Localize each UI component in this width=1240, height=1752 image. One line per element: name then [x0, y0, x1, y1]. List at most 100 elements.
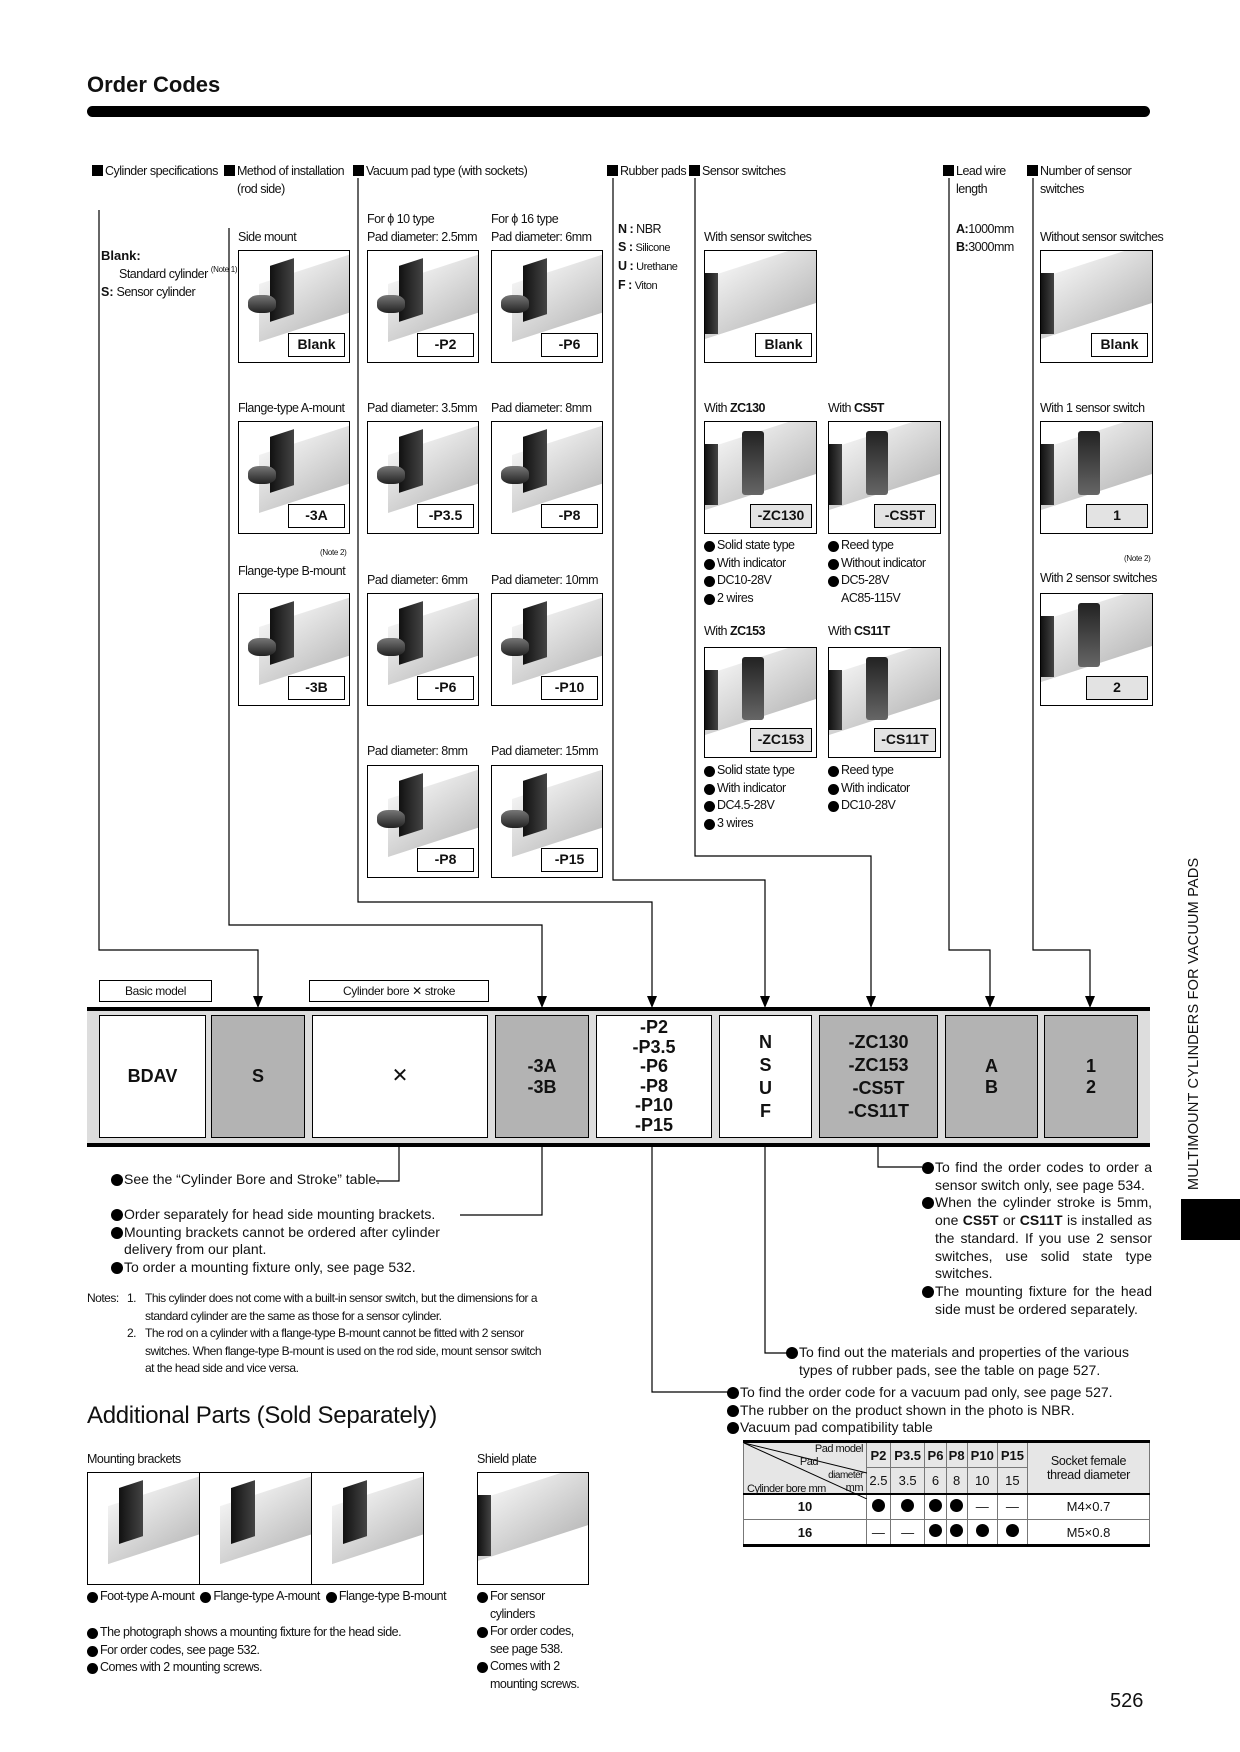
arrow-icon: [537, 996, 547, 1008]
page-title: Order Codes: [87, 72, 221, 97]
pad-label: Pad diameter: 8mm: [367, 744, 468, 758]
lead-item: A:1000mm: [956, 222, 1014, 236]
connector-bore-note: [376, 1146, 400, 1182]
bracket-foot-a-photo: [87, 1472, 200, 1585]
section-tab: [1181, 1199, 1240, 1240]
code-label: -CS5T: [874, 504, 936, 528]
connector-pad-note: [651, 1146, 728, 1393]
cyl-standard: Standard cylinder (Note 1): [119, 265, 238, 281]
rubber-item: S : Silicone: [618, 240, 671, 254]
code-label: -3A: [288, 504, 345, 528]
not-compatible-dash: —: [996, 1493, 1029, 1520]
pad-label: Pad diameter: 8mm: [491, 401, 592, 415]
pad-option-p15[interactable]: -P15: [491, 765, 603, 878]
compatible-dot-icon: [901, 1498, 915, 1512]
rubber-note: To find out the materials and properties…: [786, 1344, 1150, 1379]
footnotes: Notes:1.This cylinder does not come with…: [87, 1291, 542, 1375]
install-option-flange-a[interactable]: -3A: [238, 421, 350, 534]
arrow-icon: [253, 996, 263, 1008]
code-label: 2: [1086, 676, 1148, 700]
pad-option-p3-5[interactable]: -P3.5: [367, 421, 479, 534]
lead-item: B:3000mm: [956, 240, 1014, 254]
code-label: -P10: [541, 676, 598, 700]
pad-option-p8[interactable]: -P8: [367, 765, 479, 878]
header-vacuum-pad: Vacuum pad type (with sockets): [353, 162, 528, 180]
sensor-option-cs11t[interactable]: -CS11T: [828, 647, 941, 758]
connector-sensor-note: [877, 1146, 922, 1168]
count-option-1[interactable]: 1: [1040, 421, 1153, 534]
arrow-icon: [760, 996, 770, 1008]
code-label: Blank: [288, 333, 345, 357]
code-label: -ZC130: [750, 504, 812, 528]
sensor-option-zc153[interactable]: -ZC153: [704, 647, 817, 758]
sensor-option-cs5t[interactable]: -CS5T: [828, 421, 941, 534]
count-option-2[interactable]: 2: [1040, 593, 1153, 706]
shield-plate-photo: [477, 1472, 589, 1585]
connector-lead: [948, 178, 991, 1000]
connector-install-note: [460, 1146, 543, 1216]
connector-install: [228, 228, 543, 1000]
connector-rubber-note: [764, 1146, 787, 1354]
compatible-dot-icon: [871, 1498, 885, 1512]
pad-type-16: For ϕ 16 type: [491, 212, 559, 226]
pad-label: Pad diameter: 6mm: [491, 230, 592, 244]
arrow-icon: [1085, 996, 1095, 1008]
code-label: -P2: [417, 333, 474, 357]
code-label: -P8: [417, 848, 474, 872]
additional-parts-title: Additional Parts (Sold Separately): [87, 1402, 437, 1429]
compatible-dot-icon: [1005, 1524, 1019, 1537]
count-label: With 1 sensor switch: [1040, 401, 1145, 415]
compatible-dot-icon: [950, 1524, 964, 1537]
code-label: 1: [1086, 504, 1148, 528]
arrow-icon: [985, 996, 995, 1008]
sensor-label: With ZC130: [704, 401, 766, 415]
header-installation: Method of installation(rod side): [224, 162, 346, 198]
sensor-label: With CS5T: [828, 401, 884, 415]
pad-model: P10: [966, 1441, 998, 1468]
pad-option-p8-16[interactable]: -P8: [491, 421, 603, 534]
pad-compatibility-table: Pad model Pad diameter mm Cylinder bore …: [743, 1440, 1150, 1547]
header-cylinder-spec: Cylinder specifications: [92, 162, 218, 180]
count-option-blank[interactable]: Blank: [1040, 250, 1153, 363]
header-sensor-switches: Sensor switches: [689, 162, 786, 180]
count-label: Without sensor switches: [1040, 230, 1164, 244]
code-label: -ZC153: [750, 728, 812, 752]
pad-option-p6-16[interactable]: -P6: [491, 250, 603, 363]
code-box-cyl-spec: S: [211, 1015, 305, 1138]
sensor-notes: To find the order codes to order a senso…: [922, 1159, 1152, 1318]
pad-option-p6[interactable]: -P6: [367, 593, 479, 706]
pad-label: Pad diameter: 3.5mm: [367, 401, 478, 415]
not-compatible-dash: —: [889, 1519, 926, 1546]
pad-model: P8: [945, 1441, 968, 1468]
pad-type-10: For ϕ 10 type: [367, 212, 435, 226]
pad-option-p2[interactable]: -P2: [367, 250, 479, 363]
basic-model-tag: Basic model: [99, 980, 212, 1002]
compatible-dot-icon: [929, 1498, 942, 1512]
pad-model: P2: [866, 1441, 891, 1468]
install-label: Flange-type B-mount: [238, 564, 346, 578]
pad-model: P6: [924, 1441, 947, 1468]
sensor-option-blank[interactable]: Blank: [704, 250, 817, 363]
rubber-item: U : Urethane: [618, 259, 678, 273]
title-rule: [87, 106, 1150, 117]
sensor-label: With ZC153: [704, 624, 766, 638]
install-option-flange-b[interactable]: -3B: [238, 593, 350, 706]
pad-label: Pad diameter: 6mm: [367, 573, 468, 587]
connector-cyl: [98, 210, 259, 1000]
shield-label: Shield plate: [477, 1452, 537, 1466]
pad-option-p10[interactable]: -P10: [491, 593, 603, 706]
brackets-label: Mounting brackets: [87, 1452, 181, 1466]
code-box-rubber: N S U F: [719, 1015, 812, 1138]
sensor-option-zc130[interactable]: -ZC130: [704, 421, 817, 534]
code-box-count: 1 2: [1044, 1015, 1138, 1138]
bore-stroke-tag: Cylinder bore ✕ stroke: [309, 980, 489, 1002]
install-option-side-mount[interactable]: Blank: [238, 250, 350, 363]
socket-header: Socket female thread diameter: [1027, 1441, 1150, 1494]
